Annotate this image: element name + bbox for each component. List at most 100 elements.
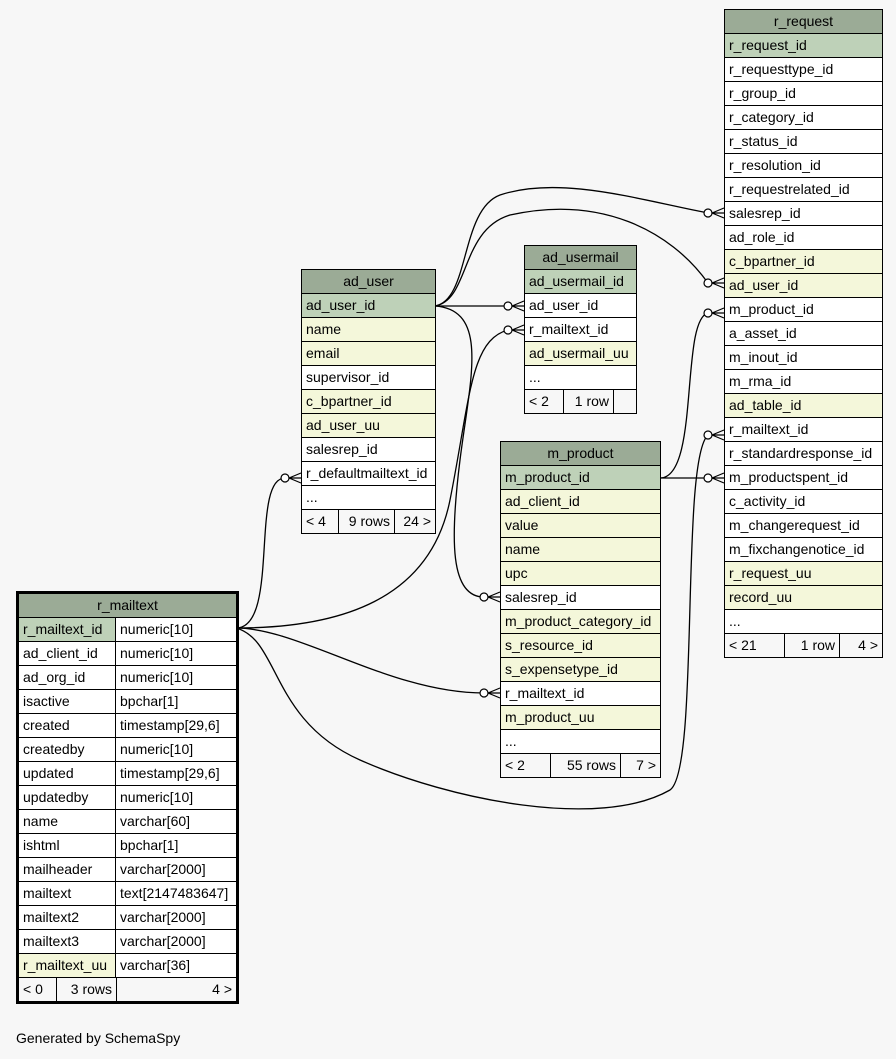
column-name[interactable]: ad_role_id bbox=[725, 226, 882, 249]
column-name[interactable]: updated bbox=[19, 762, 115, 785]
column-row[interactable]: r_resolution_id bbox=[725, 153, 882, 177]
column-name[interactable]: r_mailtext_id bbox=[725, 418, 882, 441]
table-title[interactable]: m_product bbox=[501, 442, 660, 465]
column-row[interactable]: email bbox=[302, 341, 435, 365]
column-name[interactable]: createdby bbox=[19, 738, 115, 761]
column-name[interactable]: r_mailtext_id bbox=[501, 682, 660, 705]
column-name[interactable]: supervisor_id bbox=[302, 366, 435, 389]
column-name[interactable]: ad_user_id bbox=[525, 294, 636, 317]
column-name[interactable]: m_product_id bbox=[501, 466, 660, 489]
column-row[interactable]: upc bbox=[501, 561, 660, 585]
column-row[interactable]: c_activity_id bbox=[725, 489, 882, 513]
parents-link[interactable]: < 2 bbox=[529, 393, 549, 409]
column-row[interactable]: m_product_id bbox=[725, 297, 882, 321]
parents-link[interactable]: < 4 bbox=[306, 513, 326, 529]
column-name[interactable]: r_defaultmailtext_id bbox=[302, 462, 435, 485]
column-row[interactable]: ad_role_id bbox=[725, 225, 882, 249]
column-row[interactable]: salesrep_id bbox=[302, 437, 435, 461]
column-name[interactable]: s_expensetype_id bbox=[501, 658, 660, 681]
column-row[interactable]: r_requestrelated_id bbox=[725, 177, 882, 201]
column-name[interactable]: r_resolution_id bbox=[725, 154, 882, 177]
column-row[interactable]: ad_usermail_id bbox=[525, 269, 636, 293]
column-row[interactable]: salesrep_id bbox=[501, 585, 660, 609]
column-name[interactable]: ... bbox=[725, 610, 882, 633]
column-row[interactable]: r_standardresponse_id bbox=[725, 441, 882, 465]
column-name[interactable]: m_inout_id bbox=[725, 346, 882, 369]
column-row[interactable]: ad_user_id bbox=[525, 293, 636, 317]
column-row[interactable]: m_product_uu bbox=[501, 705, 660, 729]
column-name[interactable]: record_uu bbox=[725, 586, 882, 609]
table-title[interactable]: r_request bbox=[725, 10, 882, 33]
column-name[interactable]: ad_user_id bbox=[725, 274, 882, 297]
column-name[interactable]: updatedby bbox=[19, 786, 115, 809]
column-row[interactable]: ad_user_uu bbox=[302, 413, 435, 437]
column-name[interactable]: r_category_id bbox=[725, 106, 882, 129]
column-name[interactable]: c_bpartner_id bbox=[725, 250, 882, 273]
parents-link[interactable]: < 2 bbox=[505, 757, 525, 773]
column-row[interactable]: m_rma_id bbox=[725, 369, 882, 393]
column-name[interactable]: salesrep_id bbox=[725, 202, 882, 225]
column-row[interactable]: ad_usermail_uu bbox=[525, 341, 636, 365]
children-link[interactable] bbox=[613, 390, 636, 413]
table-title[interactable]: ad_user bbox=[302, 270, 435, 293]
column-name[interactable]: upc bbox=[501, 562, 660, 585]
column-row[interactable]: name bbox=[501, 537, 660, 561]
column-name[interactable]: c_bpartner_id bbox=[302, 390, 435, 413]
column-name[interactable]: name bbox=[501, 538, 660, 561]
column-name[interactable]: ad_table_id bbox=[725, 394, 882, 417]
column-name[interactable]: m_product_category_id bbox=[501, 610, 660, 633]
column-name[interactable]: value bbox=[501, 514, 660, 537]
column-name[interactable]: m_product_uu bbox=[501, 706, 660, 729]
column-row[interactable]: ad_user_id bbox=[302, 293, 435, 317]
column-name[interactable]: ad_usermail_id bbox=[525, 270, 636, 293]
column-name[interactable]: mailheader bbox=[19, 858, 115, 881]
column-name[interactable]: r_mailtext_id bbox=[525, 318, 636, 341]
column-name[interactable]: salesrep_id bbox=[302, 438, 435, 461]
table-title[interactable]: r_mailtext bbox=[19, 594, 236, 617]
column-name[interactable]: created bbox=[19, 714, 115, 737]
column-name[interactable]: ad_user_id bbox=[302, 294, 435, 317]
column-row[interactable]: name bbox=[302, 317, 435, 341]
column-row[interactable]: m_inout_id bbox=[725, 345, 882, 369]
column-name[interactable]: r_request_id bbox=[725, 34, 882, 57]
parents-link[interactable]: < 0 bbox=[23, 981, 43, 997]
column-row[interactable]: r_request_uu bbox=[725, 561, 882, 585]
column-name[interactable]: ad_user_uu bbox=[302, 414, 435, 437]
column-row[interactable]: m_fixchangenotice_id bbox=[725, 537, 882, 561]
parents-link[interactable]: < 21 bbox=[729, 637, 757, 653]
column-name[interactable]: c_activity_id bbox=[725, 490, 882, 513]
column-name[interactable]: r_requesttype_id bbox=[725, 58, 882, 81]
column-row[interactable]: ... bbox=[725, 609, 882, 633]
column-row[interactable]: supervisor_id bbox=[302, 365, 435, 389]
column-name[interactable]: r_status_id bbox=[725, 130, 882, 153]
column-name[interactable]: m_productspent_id bbox=[725, 466, 882, 489]
column-name[interactable]: mailtext bbox=[19, 882, 115, 905]
column-row[interactable]: ... bbox=[501, 729, 660, 753]
column-name[interactable]: name bbox=[302, 318, 435, 341]
column-name[interactable]: r_standardresponse_id bbox=[725, 442, 882, 465]
column-name[interactable]: ... bbox=[501, 730, 660, 753]
column-name[interactable]: salesrep_id bbox=[501, 586, 660, 609]
column-name[interactable]: ad_client_id bbox=[19, 642, 115, 665]
column-name[interactable]: ad_usermail_uu bbox=[525, 342, 636, 365]
column-row[interactable]: salesrep_id bbox=[725, 201, 882, 225]
column-row[interactable]: a_asset_id bbox=[725, 321, 882, 345]
column-name[interactable]: ad_client_id bbox=[501, 490, 660, 513]
column-name[interactable]: ... bbox=[525, 366, 636, 389]
column-row[interactable]: ad_user_id bbox=[725, 273, 882, 297]
column-name[interactable]: r_request_uu bbox=[725, 562, 882, 585]
column-name[interactable]: m_product_id bbox=[725, 298, 882, 321]
column-row[interactable]: record_uu bbox=[725, 585, 882, 609]
